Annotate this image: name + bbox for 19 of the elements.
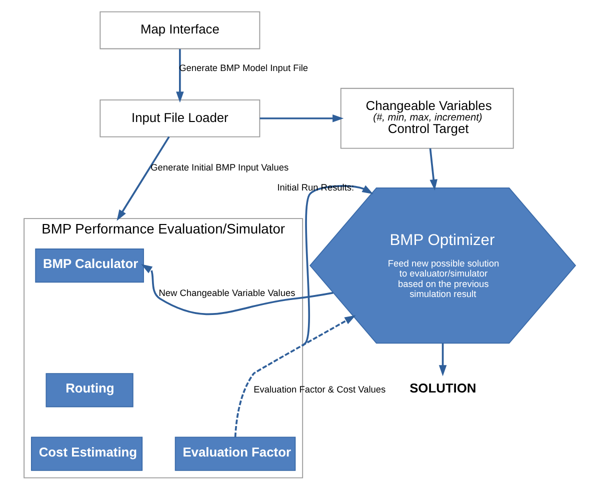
arrow: [429, 148, 438, 191]
arrow: [438, 343, 447, 376]
node-box: Routing: [46, 373, 134, 408]
edge-label: New Changeable Variable Values: [158, 288, 296, 298]
edge-label: Generate Initial BMP Input Values: [150, 162, 289, 172]
node-box: Input File Loader: [100, 99, 260, 138]
arrow: [176, 49, 184, 103]
node-text: SOLUTION: [410, 380, 476, 396]
arrow: [234, 315, 356, 438]
arrow: [302, 185, 374, 346]
node-box: BMP Calculator: [35, 248, 144, 283]
node-box: Cost Estimating: [30, 436, 143, 471]
edge-label: Evaluation Factor & Cost Values: [254, 384, 386, 394]
arrow: [116, 136, 170, 221]
node-box: Map Interface: [100, 11, 260, 50]
node-box: Changeable Variables (#, min, max, increment) Control Target: [340, 88, 514, 149]
node-box: Evaluation Factor: [174, 436, 296, 471]
arrow: [141, 264, 334, 316]
arrow: [260, 114, 344, 122]
